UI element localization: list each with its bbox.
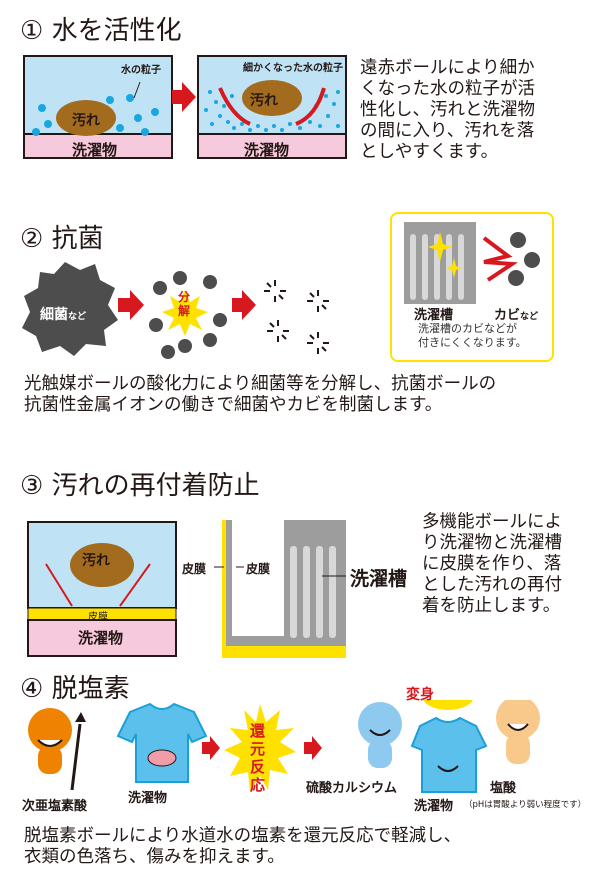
- bacteria-text: 細菌: [40, 307, 68, 323]
- bacteria-icon: [22, 262, 118, 356]
- bacteria-suffix: など: [68, 312, 87, 322]
- mold-label: カビなど: [494, 304, 538, 323]
- dirt-label-2: 汚れ: [250, 93, 278, 109]
- section1-description: 遠赤ボールにより細か くなった水の粒子が活 性化し、汚れと洗濯物 の間に入り、汚…: [360, 58, 535, 162]
- mold-callout-box: 洗濯槽 カビなど 洗濯槽のカビなどが 付きにくくなります。: [390, 212, 554, 362]
- section1-title: ① 水を活性化: [20, 16, 182, 46]
- sparkle-icons: [264, 280, 329, 354]
- calcium-sulfate-character: [358, 702, 402, 768]
- laundry-label-3: 洗濯物: [78, 629, 124, 647]
- hydrochloric-acid-character: [496, 700, 540, 764]
- tub-mold-icon: [404, 222, 540, 304]
- sad-shirt: [116, 702, 208, 783]
- calcium-sulfate-label: 硫酸カルシウム: [306, 781, 398, 796]
- tub-label-2: 洗濯槽: [350, 568, 408, 590]
- ph-note: （pHは胃酸より弱い程度です）: [464, 800, 587, 810]
- dirt-label: 汚れ: [72, 113, 100, 129]
- tub-label: 洗濯槽: [414, 308, 454, 323]
- laundry-label: 洗濯物: [72, 141, 118, 159]
- water-particles-label: 水の粒子: [121, 65, 161, 76]
- transform-label: 変身: [406, 687, 434, 703]
- section4-title: ④ 脱塩素: [20, 674, 130, 704]
- section2-description: 光触媒ボールの酸化力により細菌等を分解し、抗菌ボールの 抗菌性金属イオンの働きで…: [24, 374, 497, 415]
- hypochlorous-character: [28, 708, 86, 791]
- water-activation-diagram: [23, 55, 347, 159]
- mold-text: カビ: [494, 308, 521, 323]
- reaction-label: 還元反応: [250, 722, 266, 794]
- hydrochloric-label: 塩酸: [490, 781, 517, 796]
- section3-description: 多機能ボールによ り洗濯物と洗濯槽 に皮膜を作り、落 とした汚れの再付 着を防止…: [422, 512, 562, 616]
- section3-title: ③ 汚れの再付着防止: [20, 471, 260, 501]
- laundry-label-2: 洗濯物: [244, 141, 290, 159]
- redeposition-diagram: [27, 520, 346, 658]
- happy-shirt: [410, 716, 488, 793]
- film-left-label: 皮膜: [182, 562, 207, 576]
- dechlorination-diagram: [28, 700, 540, 793]
- section4-description: 脱塩素ボールにより水道水の塩素を還元反応で軽減し、 衣類の色落ち、傷みを抑えます…: [24, 826, 462, 867]
- fine-particles-label: 細かくなった水の粒子: [243, 63, 343, 74]
- laundry-after-label: 洗濯物: [414, 799, 454, 814]
- mold-suffix: など: [520, 312, 539, 322]
- callout-text: 洗濯槽のカビなどが 付きにくくなります。: [418, 322, 527, 349]
- decompose-label: 分解: [178, 290, 191, 318]
- film-right-label: 皮膜: [246, 562, 271, 576]
- hypochlorous-label: 次亜塩素酸: [22, 799, 88, 814]
- laundry-before-label: 洗濯物: [128, 791, 168, 806]
- dirt-label-3: 汚れ: [82, 553, 110, 569]
- section2-title: ② 抗菌: [20, 224, 104, 254]
- film-label: 皮膜: [88, 612, 108, 623]
- antibacterial-diagram: [22, 262, 329, 359]
- bacteria-label: 細菌など: [40, 304, 86, 324]
